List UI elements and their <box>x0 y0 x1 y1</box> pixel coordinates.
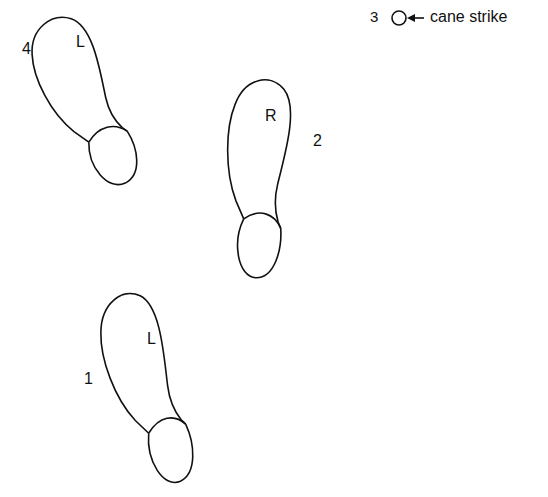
footprint: L <box>40 8 135 198</box>
callout-number: 2 <box>313 133 322 149</box>
foot-side-letter: L <box>147 331 156 347</box>
foot-side-letter: L <box>76 34 85 50</box>
callout-number: 4 <box>22 41 31 57</box>
callout-number: 1 <box>84 371 93 387</box>
callout-number: 3 <box>370 9 378 24</box>
footprint-outline <box>215 75 305 285</box>
footprint: L <box>105 285 195 495</box>
footprint: R <box>215 75 305 285</box>
footprint-outline <box>40 8 135 198</box>
foot-side-letter: R <box>265 108 277 124</box>
annotation-text: cane strike <box>430 9 507 25</box>
footprint-outline <box>105 285 195 495</box>
